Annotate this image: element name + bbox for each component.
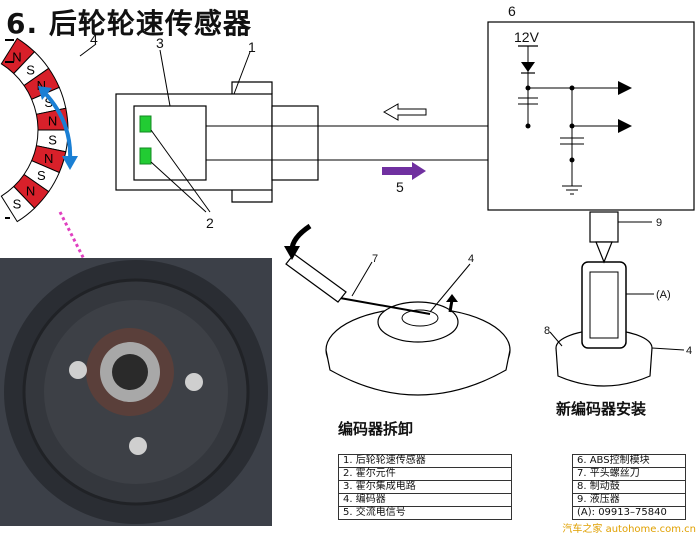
legend-cell: 5. 交流电信号 [338,506,512,520]
install-drum-side [555,347,653,387]
ring-pole-label: S [13,196,22,211]
ring-pole-label: S [44,95,53,110]
callout-6: 6 [508,3,516,19]
callout-7: 7 [372,253,378,265]
hydraulic-press-ram [589,211,619,243]
screwdriver-handle [285,253,347,303]
ring-pole-label: N [48,114,57,129]
legend-row: 3. 霍尔集成电路 [338,480,512,494]
sensor-connector [271,105,319,181]
rotation-arrow [42,90,73,161]
callout-line-8 [549,331,563,347]
page-title: 6. 后轮轮速传感器 [6,7,252,40]
legend-table-right: 6. ABS控制模块 7. 平头螺丝刀 8. 制动鼓 9. 液压器 (A): 0… [572,454,686,520]
removal-motion-head [284,246,300,260]
ring-pole-label: S [26,62,35,77]
legend-row: 4. 编码器 [338,493,512,507]
callout-9: 9 [656,217,662,229]
hydraulic-press-tip [595,241,613,264]
callout-line-4b [429,263,471,313]
ring-pole-label: N [12,50,21,65]
legend-row: 9. 液压器 [572,493,686,507]
ring-pole-segment [0,185,36,223]
legend-row: (A): 09913–75840 [572,506,686,520]
callout-2: 2 [206,215,214,231]
hall-element-2 [139,147,152,165]
legend-cell: 4. 编码器 [338,493,512,507]
out-arrow-1 [618,81,632,95]
legend-cell: 1. 后轮轮速传感器 [338,454,512,468]
callout-4-install: 4 [686,345,692,357]
ring-pole-label: S [48,132,57,147]
ring-pole-label: N [44,151,53,166]
callout-4-removal: 4 [468,253,474,265]
diode-symbol [521,62,535,72]
callout-line-1 [233,51,251,95]
removal-drum-side [325,349,511,396]
node-dot-3 [525,123,531,129]
legend-row: 6. ABS控制模块 [572,454,686,468]
ring-pole-label: S [37,168,46,183]
callout-8: 8 [544,325,550,337]
install-caption: 新编码器安装 [556,400,647,418]
bearing-bore [112,354,148,390]
callout-5: 5 [396,179,404,195]
sensor-flange [231,81,273,94]
wheel-bolt-1 [129,437,147,455]
legend-cell: 6. ABS控制模块 [572,454,686,468]
legend-row: 8. 制动鼓 [572,480,686,494]
legend-cell: 3. 霍尔集成电路 [338,480,512,494]
callout-line-4 [79,43,97,57]
legend-row: 2. 霍尔元件 [338,467,512,481]
ring-pole-label: N [26,184,35,199]
legend-cell: (A): 09913–75840 [572,506,686,520]
legend-table-left: 1. 后轮轮速传感器 2. 霍尔元件 3. 霍尔集成电路 4. 编码器 5. 交… [338,454,512,520]
callout-4: 4 [90,31,98,47]
callout-line-2a [150,129,211,213]
rotation-arrow-head-top [38,86,52,100]
pry-arrow-head [446,294,458,302]
voltage-label: 12V [514,29,540,45]
watermark: 汽车之家 autohome.com.cn [562,524,696,535]
node-dot-1 [525,85,531,91]
callout-A: (A) [656,289,671,301]
current-direction-arrow [382,103,427,121]
ring-pole-label: N [37,78,46,93]
legend-row: 7. 平头螺丝刀 [572,467,686,481]
screwdriver-shaft [339,297,431,315]
callout-line-4c [651,347,685,351]
hall-element-1 [139,115,152,133]
abs-module-box [487,21,695,211]
legend-cell: 2. 霍尔元件 [338,467,512,481]
out-arrow-2 [618,119,632,133]
sensor-flange-bottom [231,190,273,203]
callout-line-2b [150,161,207,213]
legend-cell: 9. 液压器 [572,493,686,507]
install-tool-inner [589,271,619,339]
node-dot-5 [569,157,575,163]
legend-cell: 7. 平头螺丝刀 [572,467,686,481]
legend-row: 5. 交流电信号 [338,506,512,520]
callout-1: 1 [248,39,256,55]
wheel-bolt-3 [69,361,87,379]
rotation-arrow-head-bottom [62,156,78,170]
callout-line-3 [159,49,171,107]
removal-caption: 编码器拆卸 [338,420,414,438]
legend-cell: 8. 制动鼓 [572,480,686,494]
callout-3: 3 [156,35,164,51]
legend-row: 1. 后轮轮速传感器 [338,454,512,468]
callout-line-7 [351,261,373,297]
ac-signal-arrow [382,162,426,180]
wheel-bolt-2 [185,373,203,391]
